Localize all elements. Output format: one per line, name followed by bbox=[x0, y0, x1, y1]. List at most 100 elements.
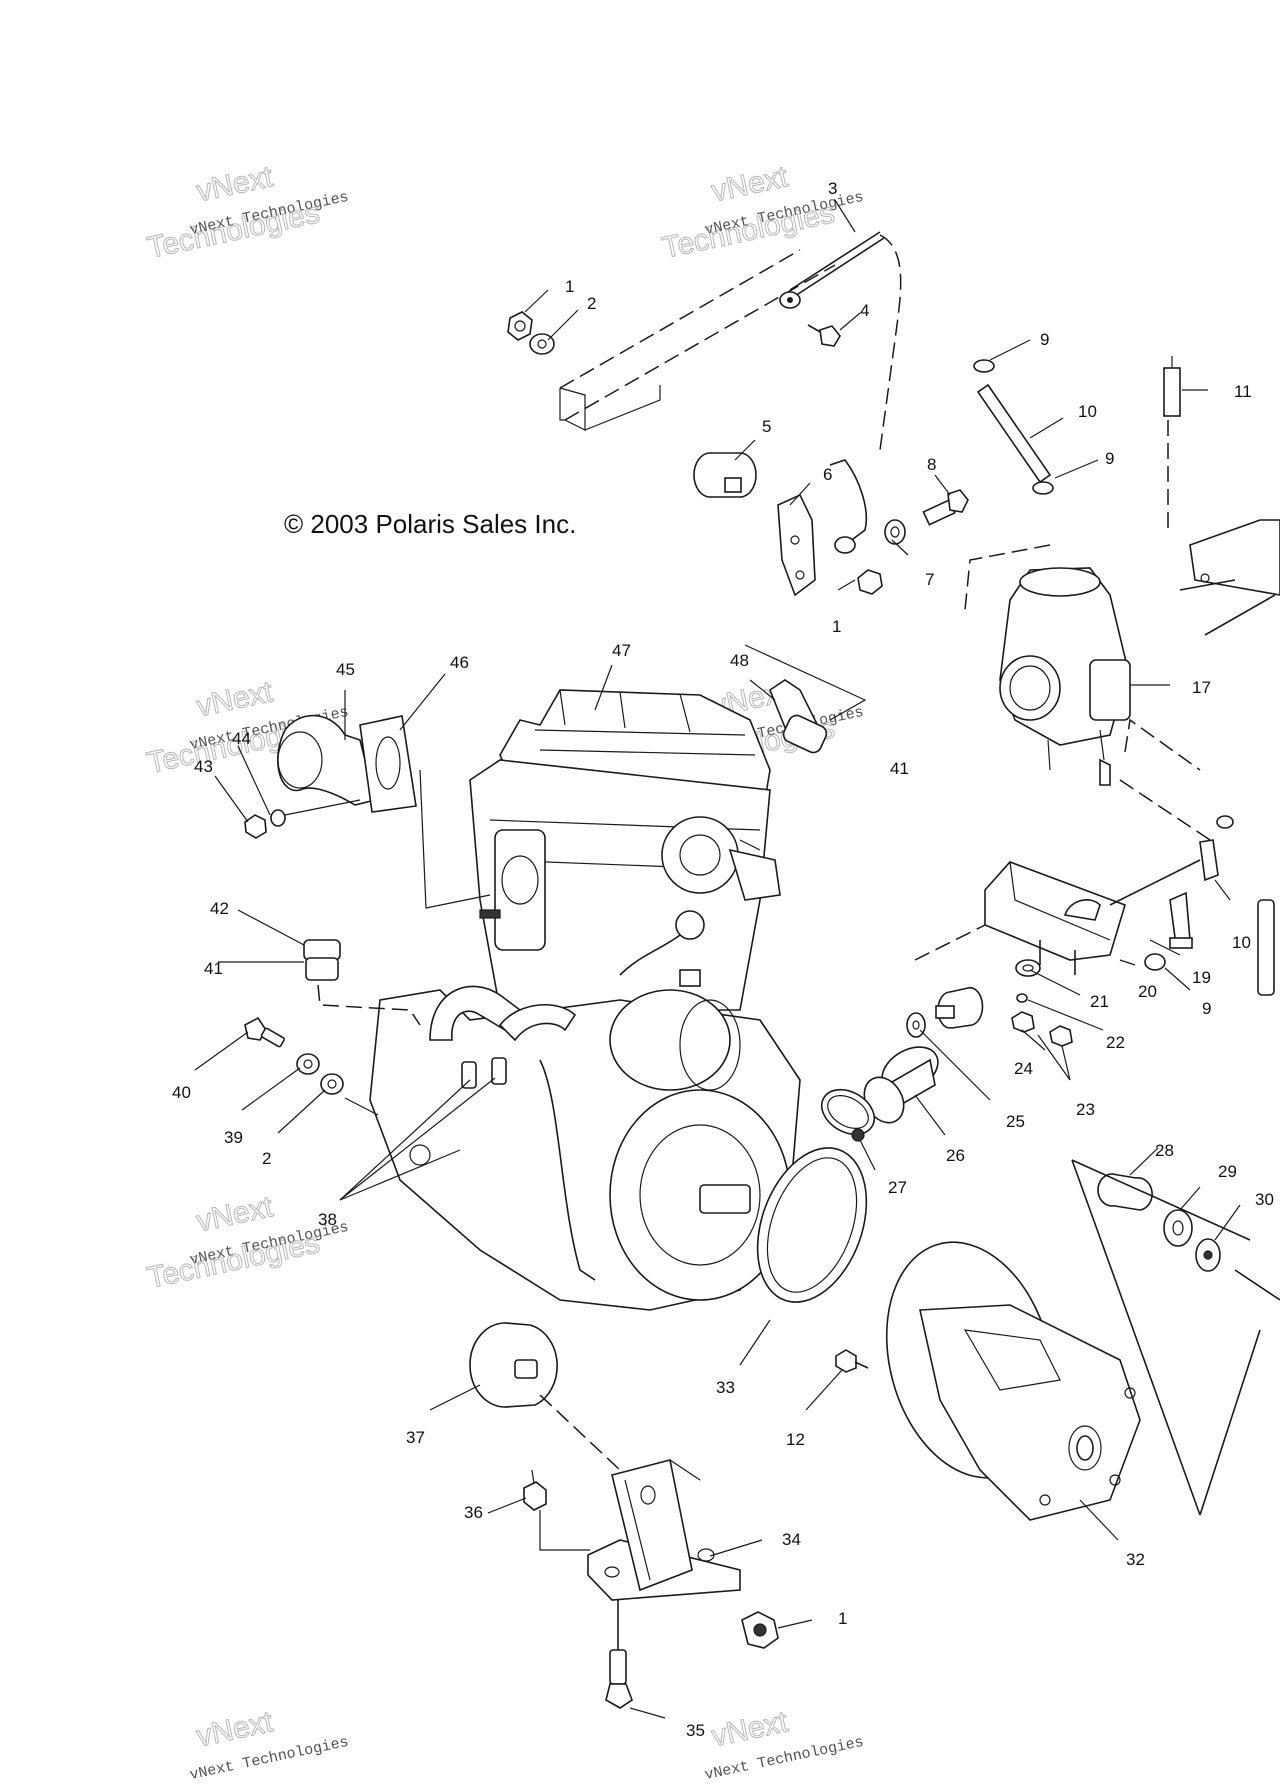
callout-4: 4 bbox=[860, 301, 869, 320]
callout-19: 19 bbox=[1192, 968, 1211, 987]
svg-text:Technologies: Technologies bbox=[144, 1226, 322, 1295]
ground-wire bbox=[779, 231, 885, 309]
copyright-text: © 2003 Polaris Sales Inc. bbox=[284, 509, 576, 539]
bolt-12 bbox=[835, 1349, 869, 1373]
callout-25: 25 bbox=[1006, 1112, 1025, 1131]
nut-bottom bbox=[741, 1611, 779, 1649]
nut-mid bbox=[857, 569, 883, 595]
hose-clamp-27 bbox=[820, 1088, 876, 1142]
nut-43 bbox=[244, 814, 267, 839]
callout-labels: 1 2 3 4 5 6 7 8 9 10 11 1 9 17 47 48 41 … bbox=[172, 179, 1274, 1740]
callout-36: 36 bbox=[464, 1503, 483, 1522]
callout-12: 12 bbox=[786, 1430, 805, 1449]
svg-text:vNext: vNext bbox=[194, 160, 277, 208]
callout-40: 40 bbox=[172, 1083, 191, 1102]
svg-text:Technologies: Technologies bbox=[659, 196, 837, 265]
callout-27: 27 bbox=[888, 1178, 907, 1197]
nut-24 bbox=[1011, 1011, 1035, 1033]
callout-20: 20 bbox=[1138, 982, 1157, 1001]
callout-17: 17 bbox=[1192, 678, 1211, 697]
callout-22: 22 bbox=[1106, 1033, 1125, 1052]
sensor-40 bbox=[244, 1016, 285, 1048]
nut-30 bbox=[1195, 1238, 1280, 1301]
leader-45-46-to-port bbox=[419, 769, 491, 909]
callout-39: 39 bbox=[224, 1128, 243, 1147]
engine-bracket-34 bbox=[587, 1459, 741, 1601]
watermark-top-left: vNext vNext Technologies Technologies bbox=[144, 160, 350, 266]
callout-21: 21 bbox=[1090, 992, 1109, 1011]
callout-10-right: 10 bbox=[1232, 933, 1251, 952]
svg-text:vNext: vNext bbox=[194, 1190, 277, 1238]
callout-23: 23 bbox=[1076, 1100, 1095, 1119]
callout-42: 42 bbox=[210, 899, 229, 918]
callout-6: 6 bbox=[823, 465, 832, 484]
callout-30: 30 bbox=[1255, 1190, 1274, 1209]
callout-1-mid: 1 bbox=[832, 617, 841, 636]
carburetor-17 bbox=[964, 544, 1131, 786]
callout-9-mid: 9 bbox=[1105, 449, 1114, 468]
callout-41-left: 41 bbox=[204, 959, 223, 978]
callout-26: 26 bbox=[946, 1146, 965, 1165]
callout-29: 29 bbox=[1218, 1162, 1237, 1181]
o-ring-22 bbox=[1016, 993, 1028, 1003]
callout-28: 28 bbox=[1155, 1141, 1174, 1160]
callout-43: 43 bbox=[194, 757, 213, 776]
svg-text:vNext: vNext bbox=[194, 675, 277, 723]
rubber-mount-37 bbox=[469, 1322, 621, 1471]
callout-32: 32 bbox=[1126, 1550, 1145, 1569]
callout-37: 37 bbox=[406, 1428, 425, 1447]
washer-top bbox=[529, 333, 555, 355]
leader-41-center bbox=[744, 644, 867, 721]
leader-studs bbox=[284, 799, 361, 816]
clutch-housing-32 bbox=[885, 1159, 1261, 1521]
watermark-bottom-left: vNext vNext Technologies bbox=[188, 1705, 350, 1784]
callout-5: 5 bbox=[762, 417, 771, 436]
callout-41-center: 41 bbox=[890, 759, 909, 778]
rubber-mount-5 bbox=[693, 452, 757, 498]
fuel-fitting-right bbox=[1119, 718, 1275, 996]
nut-23 bbox=[1049, 1025, 1073, 1047]
callout-8: 8 bbox=[927, 455, 936, 474]
washer-29 bbox=[1163, 1209, 1193, 1247]
callout-33: 33 bbox=[716, 1378, 735, 1397]
fuel-line-10 bbox=[973, 359, 1054, 495]
svg-text:vNext: vNext bbox=[194, 1705, 277, 1753]
callout-35: 35 bbox=[686, 1721, 705, 1740]
grommet-42 bbox=[303, 939, 421, 1026]
callout-38: 38 bbox=[318, 1210, 337, 1229]
washer-44 bbox=[270, 809, 286, 827]
exhaust-manifold-45 bbox=[277, 714, 376, 806]
washer-39 bbox=[296, 1053, 320, 1075]
fitting-11 bbox=[1163, 356, 1181, 530]
nut-top bbox=[507, 311, 533, 341]
svg-text:vNext: vNext bbox=[709, 160, 792, 208]
callout-3: 3 bbox=[828, 179, 837, 198]
callout-11: 11 bbox=[1234, 382, 1252, 401]
bracket-6 bbox=[777, 459, 868, 597]
gasket-46 bbox=[359, 715, 417, 813]
washer-2-left bbox=[320, 1073, 344, 1095]
washer-25 bbox=[906, 1012, 926, 1038]
callout-44: 44 bbox=[232, 729, 251, 748]
bolt-35 bbox=[605, 1600, 633, 1709]
watermark-top-center: vNext vNext Technologies Technologies bbox=[659, 160, 865, 266]
svg-text:vNext: vNext bbox=[709, 1705, 792, 1753]
intake-boot-26 bbox=[863, 1046, 939, 1124]
nut-36 bbox=[523, 1469, 590, 1551]
callout-46: 46 bbox=[450, 653, 469, 672]
gasket-33 bbox=[756, 1147, 868, 1303]
callout-2-top: 2 bbox=[587, 294, 596, 313]
watermark-bottom-center: vNext vNext Technologies bbox=[703, 1705, 865, 1784]
bolt-8 bbox=[922, 489, 969, 526]
airbox-bracket bbox=[1179, 519, 1280, 636]
callout-1-top: 1 bbox=[565, 277, 574, 296]
callout-48: 48 bbox=[730, 651, 749, 670]
callout-9-right: 9 bbox=[1202, 999, 1211, 1018]
mount-plate bbox=[914, 859, 1201, 975]
callout-47: 47 bbox=[612, 641, 631, 660]
callout-24: 24 bbox=[1014, 1059, 1033, 1078]
leader-lines bbox=[194, 199, 1241, 1719]
watermark-low-left: vNext vNext Technologies Technologies bbox=[144, 1190, 350, 1296]
callout-9-top: 9 bbox=[1040, 330, 1049, 349]
